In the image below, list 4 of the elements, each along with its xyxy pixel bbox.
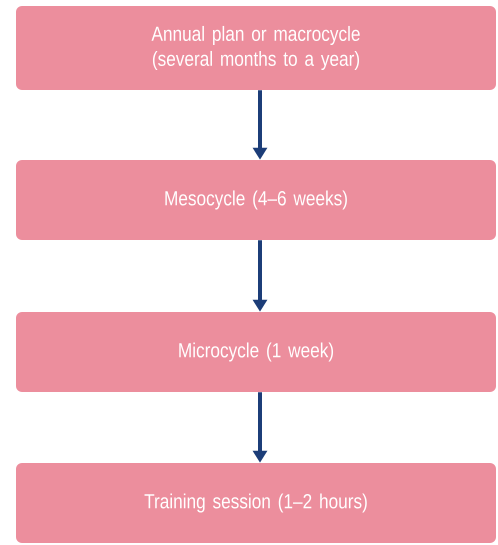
process-box: Annual plan or macrocycle (several months to a year) (16, 6, 496, 90)
process-box: Microcycle (1 week) (16, 312, 496, 392)
process-box: Training session (1–2 hours) (16, 463, 496, 543)
process-box: Mesocycle (4–6 weeks) (16, 160, 496, 240)
